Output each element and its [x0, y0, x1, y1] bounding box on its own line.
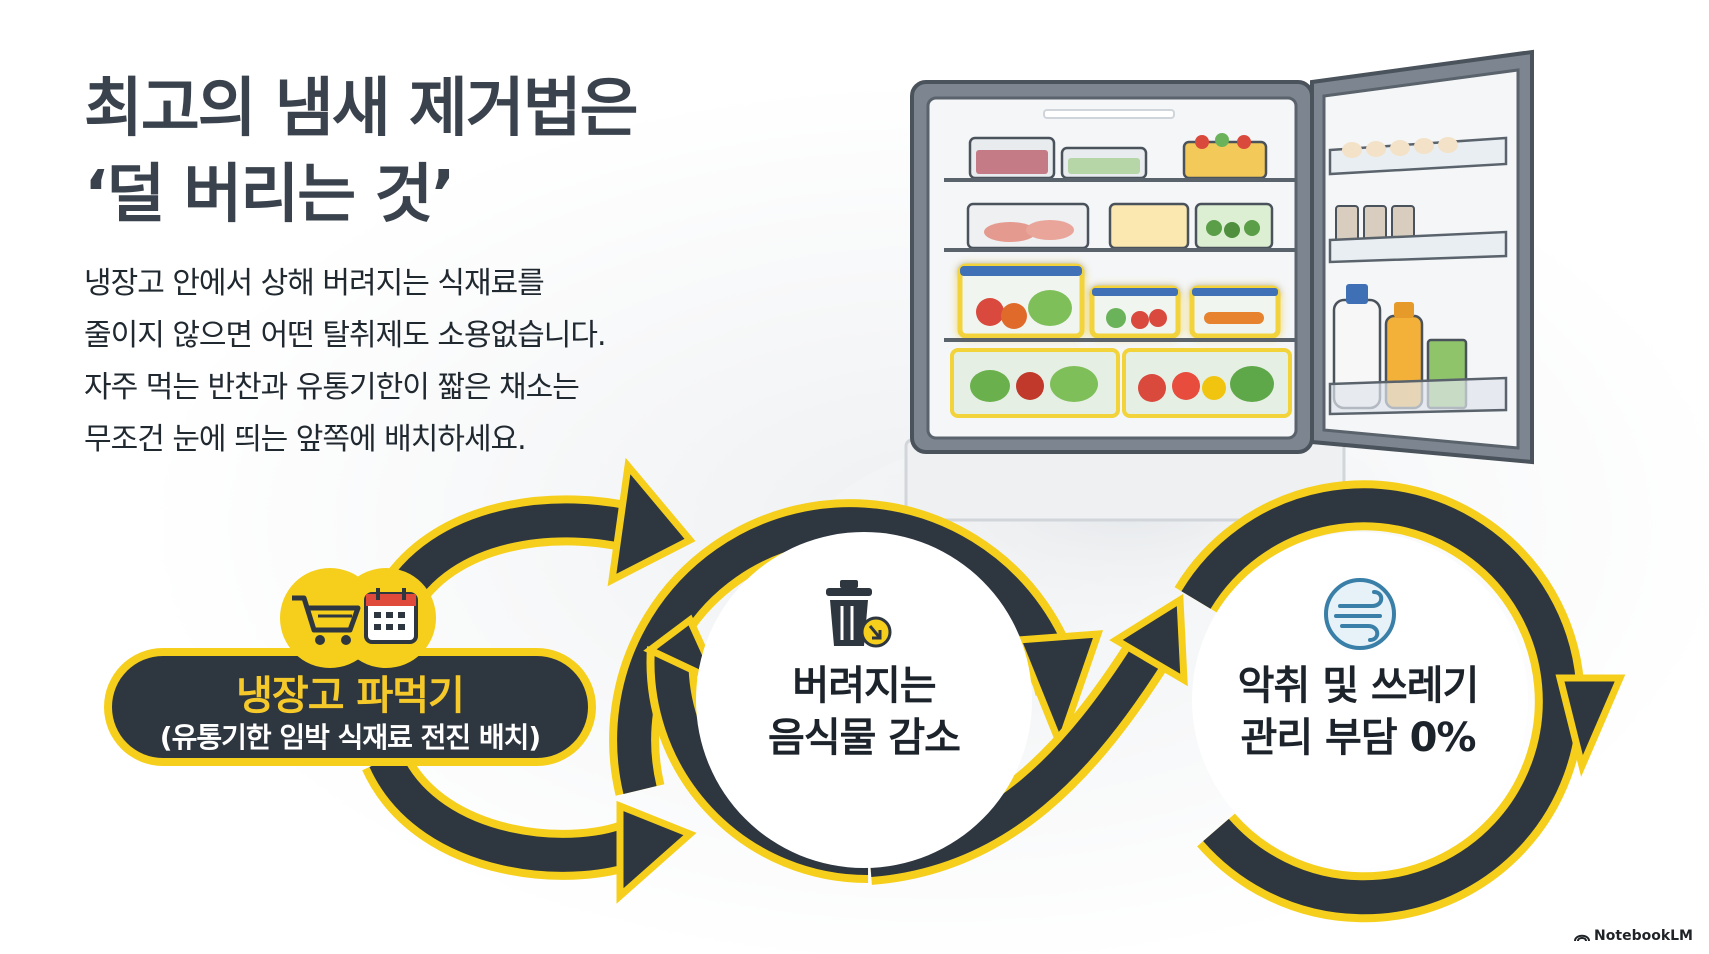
- arrowhead-middle-right: [1012, 630, 1104, 754]
- brand-watermark: NotebookLM: [1574, 928, 1693, 944]
- refrigerator: [800, 49, 1534, 700]
- step-2-label: 버려지는 음식물 감소: [736, 660, 992, 764]
- arrowhead-connector: [1109, 593, 1188, 687]
- node-circle-2: [696, 532, 1032, 868]
- step-2-line-2: 음식물 감소: [768, 715, 961, 761]
- notebooklm-logo-icon: [1574, 934, 1591, 942]
- shelf-2: [966, 202, 1274, 250]
- body-line-1: 냉장고 안에서 상해 버려지는 식재료를: [84, 266, 545, 301]
- step-2-line-1: 버려지는: [792, 663, 936, 709]
- shopping-cart-icon: [292, 595, 361, 645]
- front-shelf-highlighted: [957, 263, 1281, 339]
- step-3-line-2: 관리 부담 0%: [1240, 715, 1477, 761]
- step-3-line-1: 악취 및 쓰레기: [1237, 663, 1480, 709]
- step-1-subtitle: (유통기한 임박 식재료 전진 배치): [159, 721, 541, 754]
- arrowhead-right: [1555, 674, 1626, 777]
- page-title: 최고의 냄새 제거법은 ‘덜 버리는 것’: [84, 66, 724, 238]
- crisper-drawers: [950, 348, 1292, 418]
- title-line-2: ‘덜 버리는 것’: [84, 158, 456, 232]
- body-line-2: 줄이지 않으면 어떤 탈취제도 소용없습니다.: [84, 318, 606, 353]
- cycle-arrows: [362, 457, 1626, 923]
- body-line-3: 자주 먹는 반찬과 유통기한이 짧은 채소는: [84, 370, 580, 405]
- fridge-door: [1310, 49, 1534, 465]
- body-text: 냉장고 안에서 상해 버려지는 식재료를 줄이지 않으면 어떤 탈취제도 소용없…: [84, 258, 724, 466]
- step-3-label: 악취 및 쓰레기 관리 부담 0%: [1210, 660, 1506, 764]
- fresh-air-icon: [1324, 578, 1396, 650]
- arrowhead-left-upper: [607, 457, 696, 587]
- brand-label: NotebookLM: [1594, 928, 1693, 944]
- title-line-1: 최고의 냄새 제거법은: [84, 72, 638, 146]
- trash-can-icon: [826, 580, 892, 648]
- step-1-pill: [104, 568, 596, 766]
- body-line-4: 무조건 눈에 띄는 앞쪽에 배치하세요.: [84, 422, 527, 457]
- step-1-title: 냉장고 파먹기: [236, 673, 465, 719]
- calendar-icon: [364, 588, 418, 644]
- node-circle-3: [1192, 532, 1528, 868]
- arrowhead-left-lower: [616, 800, 697, 904]
